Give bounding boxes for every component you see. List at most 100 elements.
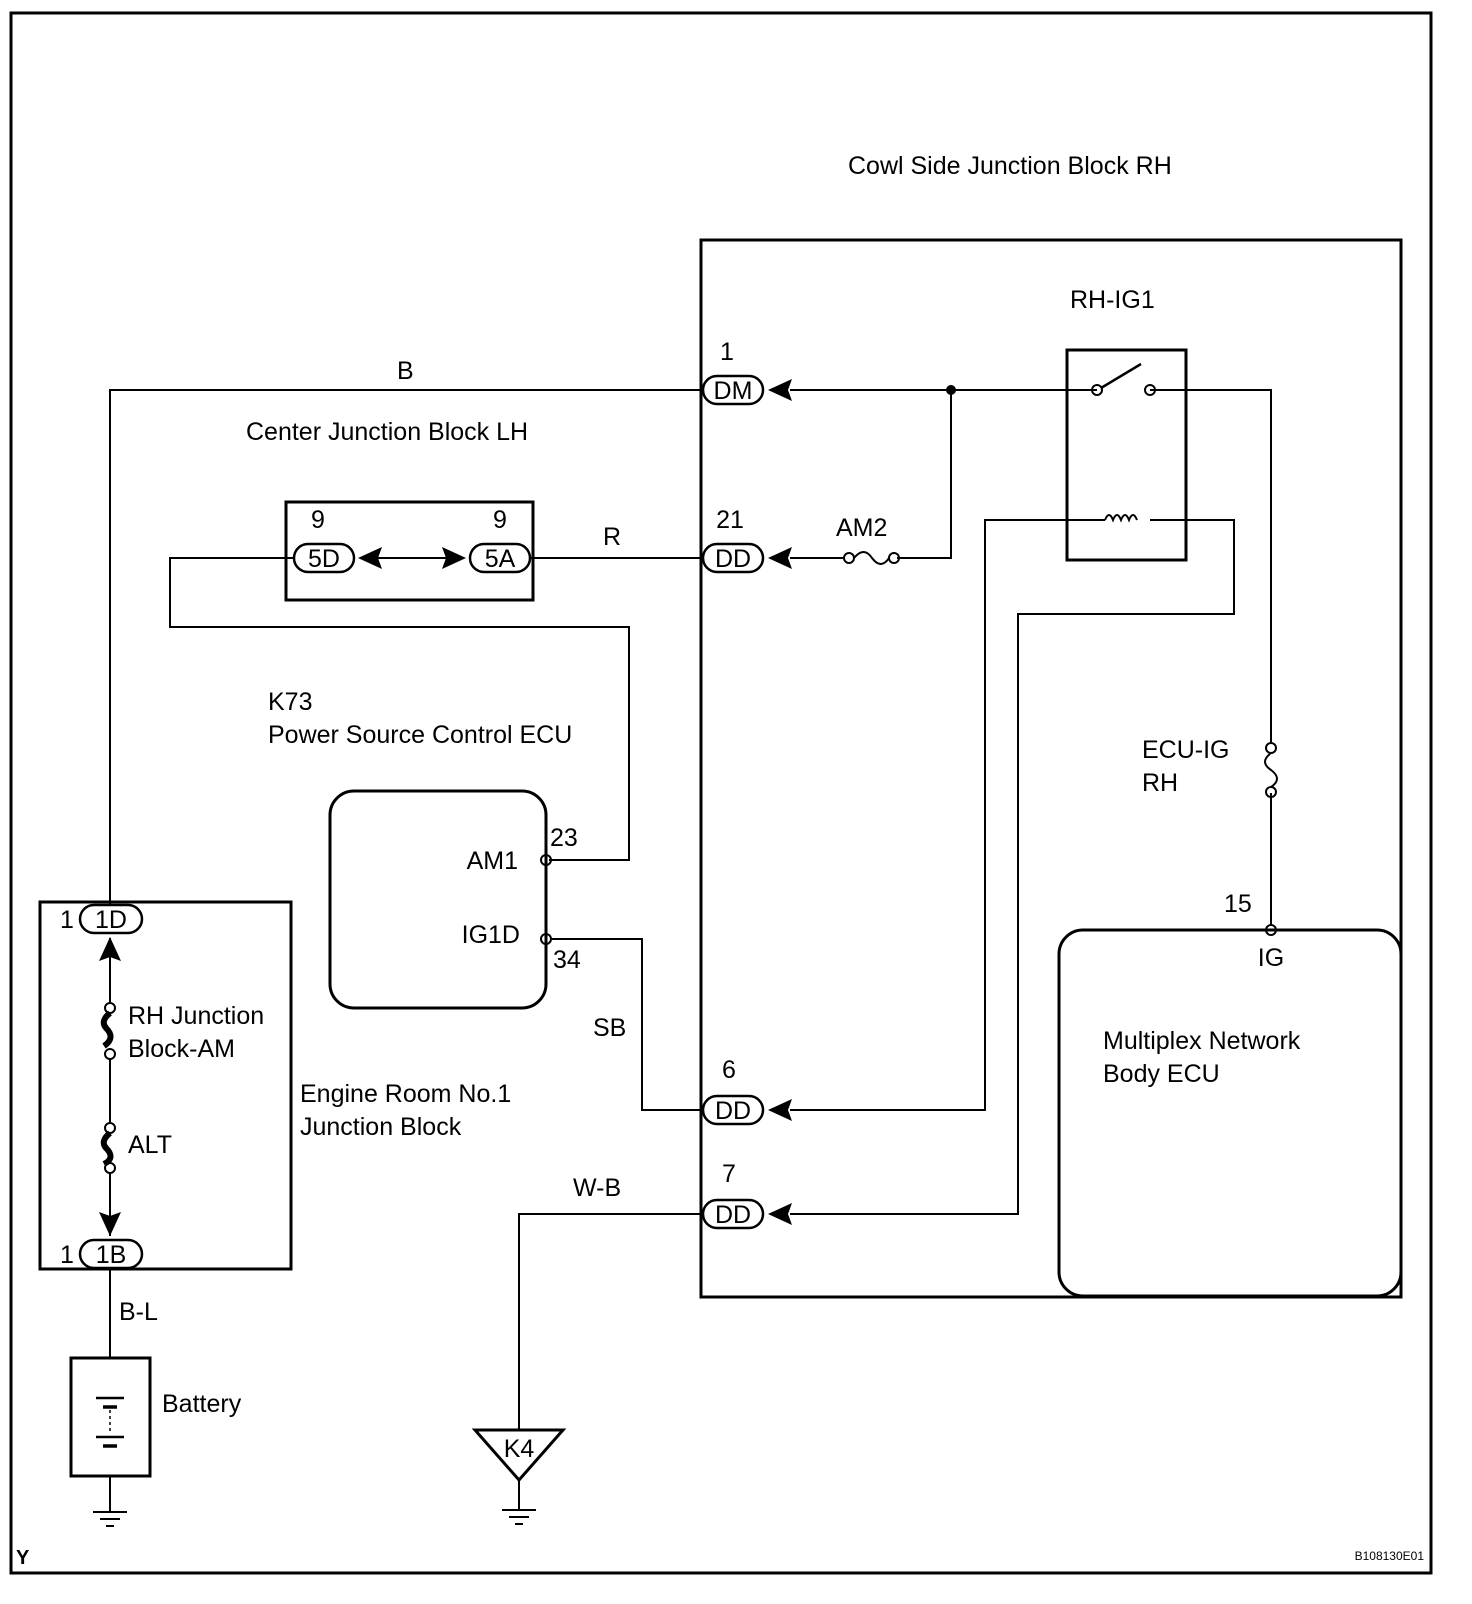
connector-5a-body bbox=[468, 542, 532, 574]
cowl-side-junction-block-outline bbox=[699, 238, 1403, 1299]
wire-5d-am1 bbox=[169, 557, 630, 861]
wire-coil-left bbox=[790, 519, 1105, 1111]
wire-bl-label: B-L bbox=[119, 1298, 158, 1326]
body-ecu-name-line2: Body ECU bbox=[1103, 1060, 1220, 1088]
fuse-ecu-ig-label-line2: RH bbox=[1142, 769, 1178, 797]
connector-5d-body bbox=[292, 542, 356, 574]
connector-1d-code: 1D bbox=[95, 906, 127, 934]
wire-sb bbox=[552, 938, 703, 1111]
connector-1b-pin: 1 bbox=[60, 1241, 74, 1269]
pin-ig1d-label: IG1D bbox=[462, 921, 520, 949]
connector-5a-arrow bbox=[442, 547, 466, 569]
connector-5a-pin: 9 bbox=[493, 506, 507, 534]
connector-5d-code: 5D bbox=[308, 545, 340, 573]
pin-am1-label: AM1 bbox=[467, 847, 518, 875]
ground-k4-triangle bbox=[471, 1428, 567, 1483]
center-junction-block-outline bbox=[284, 500, 535, 602]
figure-code: B108130E01 bbox=[1355, 1549, 1425, 1563]
battery-outline bbox=[69, 1356, 152, 1478]
pin-ig-terminal bbox=[1265, 924, 1277, 936]
connector-dd6-arrow bbox=[768, 1099, 792, 1121]
power-source-ecu-outline bbox=[328, 789, 548, 1010]
connector-1d-pin: 1 bbox=[60, 906, 74, 934]
wire-wb bbox=[518, 1213, 703, 1430]
fuse-am2-terminal-left bbox=[843, 552, 855, 564]
connector-dm-arrow bbox=[768, 379, 792, 401]
engine-room-junction-block-outline bbox=[38, 900, 293, 1271]
wire-b-label: B bbox=[397, 357, 414, 385]
connector-dd6-code: DD bbox=[715, 1097, 751, 1125]
cowl-side-junction-block-label: Cowl Side Junction Block RH bbox=[848, 152, 1172, 180]
fuse-ecu-ig-element bbox=[1264, 752, 1278, 788]
connector-1b-code: 1B bbox=[96, 1241, 127, 1269]
fuse-rhjb-label-line2: Block-AM bbox=[128, 1035, 235, 1063]
connector-dd7-body bbox=[701, 1198, 765, 1230]
body-ecu-outline bbox=[1057, 928, 1403, 1298]
connector-dd7-code: DD bbox=[715, 1201, 751, 1229]
wire-coil-right bbox=[790, 519, 1235, 1215]
fuse-ecu-ig-label-line1: ECU-IG bbox=[1142, 736, 1230, 764]
relay-rh-ig1 bbox=[1091, 362, 1156, 523]
connector-5d-arrow bbox=[358, 547, 382, 569]
connector-dm: DM 1 bbox=[701, 338, 792, 406]
relay-contact-right bbox=[1144, 384, 1156, 396]
wire-relay-out bbox=[1150, 389, 1272, 744]
connector-1d-body bbox=[78, 903, 144, 935]
fuse-am2-element bbox=[853, 551, 890, 565]
connector-5a-code: 5A bbox=[485, 545, 516, 573]
battery-label: Battery bbox=[162, 1390, 242, 1418]
fuse-rhjb-label-line1: RH Junction bbox=[128, 1002, 264, 1030]
fuse-alt-terminal-top bbox=[104, 1122, 116, 1134]
pin-am1-terminal bbox=[540, 854, 552, 866]
connector-dd21-arrow bbox=[768, 547, 792, 569]
connector-dm-body bbox=[701, 374, 765, 406]
relay-label: RH-IG1 bbox=[1070, 286, 1155, 314]
connector-dd7-pin: 7 bbox=[722, 1160, 736, 1188]
wire-r-label: R bbox=[603, 523, 621, 551]
connector-dm-code: DM bbox=[714, 377, 753, 405]
connector-1b: 1B 1 bbox=[60, 1212, 144, 1270]
relay-contact-left bbox=[1091, 384, 1103, 396]
connector-dd6-body bbox=[701, 1094, 765, 1126]
center-junction-block-label: Center Junction Block LH bbox=[246, 418, 528, 446]
connector-1d-arrow bbox=[99, 937, 121, 961]
wire-junction-dot bbox=[946, 385, 956, 395]
pin-ig1d-terminal bbox=[540, 933, 552, 945]
connector-5d: 5D 9 bbox=[292, 506, 382, 574]
wire-wb-label: W-B bbox=[573, 1174, 621, 1202]
fuse-am2-label: AM2 bbox=[836, 514, 887, 542]
relay-outline bbox=[1065, 348, 1188, 562]
fuse-rhjb-terminal-top bbox=[104, 1002, 116, 1014]
engine-room-block-label-line1: Engine Room No.1 bbox=[300, 1080, 511, 1108]
pin-ig-number: 15 bbox=[1224, 890, 1252, 918]
relay-coil-icon bbox=[1104, 514, 1138, 523]
connector-dd6-pin: 6 bbox=[722, 1056, 736, 1084]
fuse-rhjb-element bbox=[100, 1010, 114, 1049]
fuse-alt-element bbox=[100, 1130, 114, 1167]
connector-dd21-body bbox=[701, 542, 765, 574]
wire-b bbox=[109, 389, 703, 905]
connector-dd21-code: DD bbox=[715, 545, 751, 573]
fuse-alt bbox=[100, 1122, 116, 1174]
connector-5a: 5A 9 bbox=[442, 506, 532, 574]
ground-icon-k4 bbox=[502, 1509, 536, 1525]
fuse-alt-label: ALT bbox=[128, 1131, 172, 1159]
pin-am1-number: 23 bbox=[550, 824, 578, 852]
ground-point-k4: K4 bbox=[471, 1428, 567, 1483]
engine-room-block-label-line2: Junction Block bbox=[300, 1113, 462, 1141]
pin-ig-label: IG bbox=[1258, 944, 1284, 972]
connector-dd-7: DD 7 bbox=[701, 1160, 792, 1230]
pin-ig1d-number: 34 bbox=[553, 946, 581, 974]
connector-dd7-arrow bbox=[768, 1203, 792, 1225]
connector-1b-body bbox=[78, 1238, 144, 1270]
power-ecu-code: K73 bbox=[268, 688, 312, 716]
connector-dd-6: DD 6 bbox=[701, 1056, 792, 1126]
connector-1b-arrow bbox=[99, 1212, 121, 1236]
ground-icon-battery bbox=[93, 1511, 127, 1527]
body-ecu-name-line1: Multiplex Network bbox=[1103, 1027, 1301, 1055]
fuse-rh-junction-block-am bbox=[100, 1002, 116, 1060]
battery-symbol bbox=[69, 1356, 152, 1478]
fuse-rhjb-terminal-bottom bbox=[104, 1048, 116, 1060]
connector-dm-pin: 1 bbox=[720, 338, 734, 366]
